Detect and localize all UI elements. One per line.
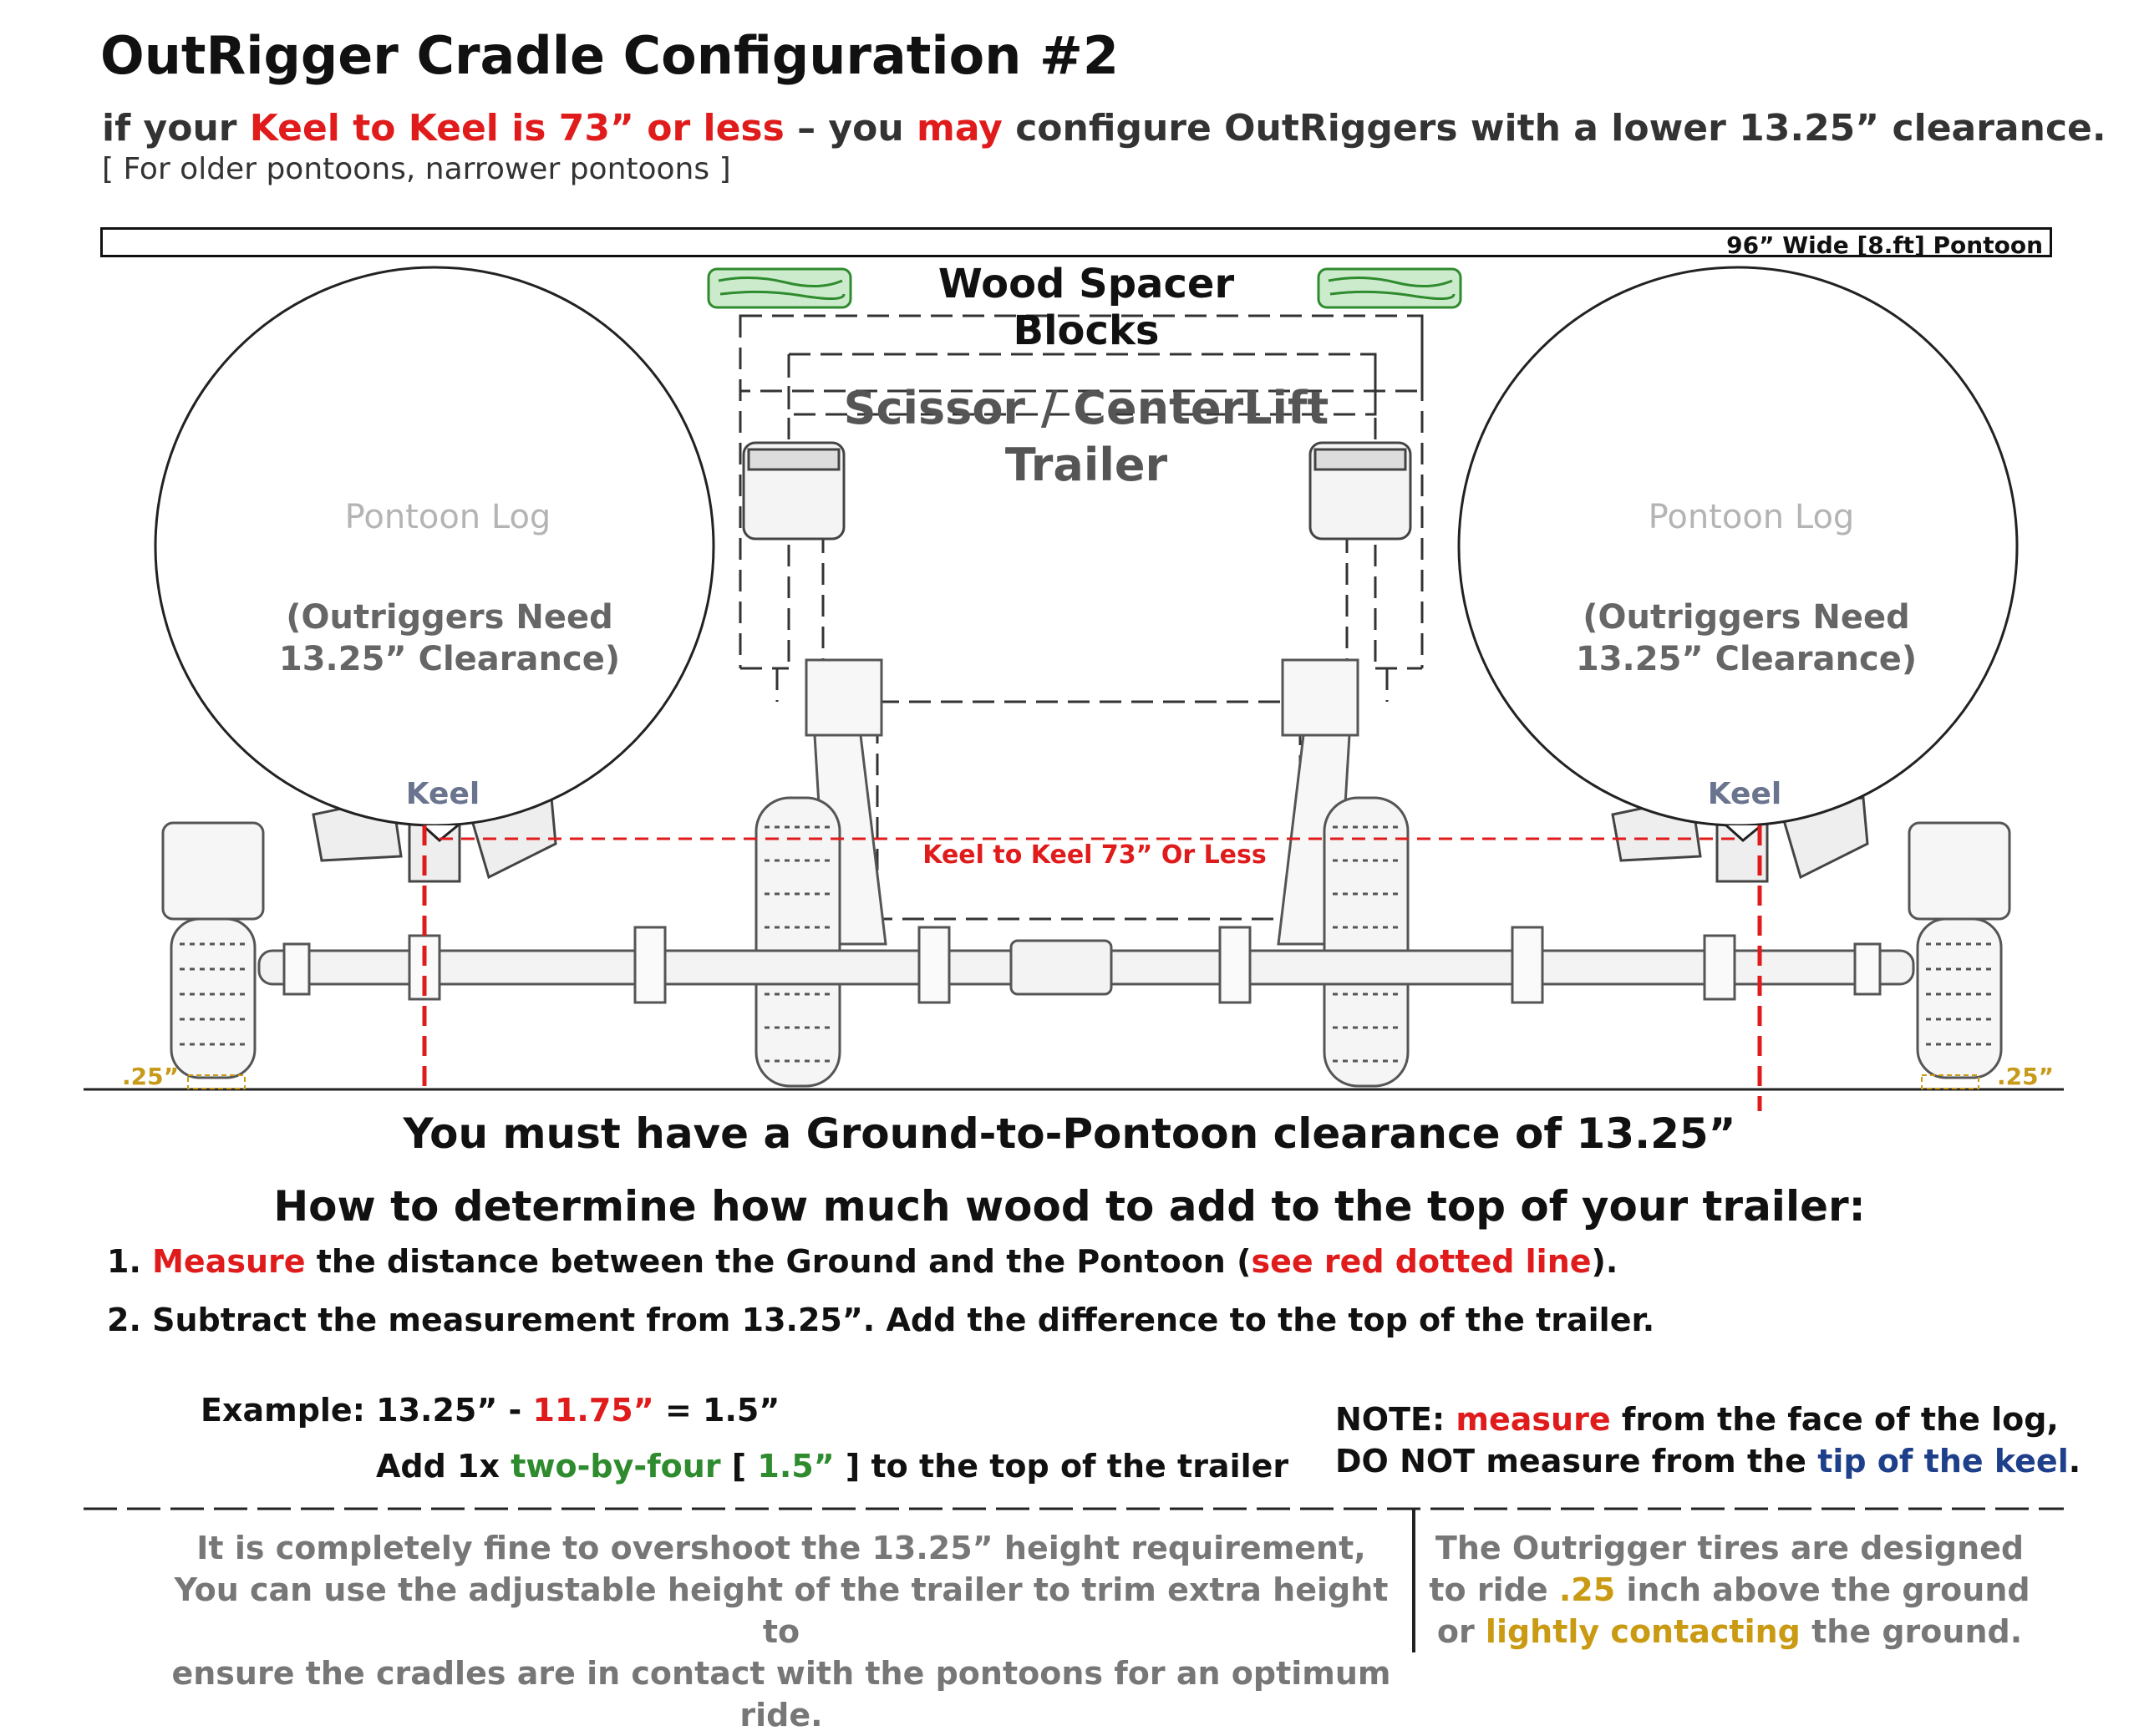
pontoon-log-right — [1457, 266, 2019, 827]
note-line-2: DO NOT measure from the tip of the keel. — [1335, 1440, 2081, 1482]
outrigger-right — [1908, 821, 2011, 1079]
note-line-1-post: from the face of the log, — [1610, 1401, 2059, 1438]
keel-left — [421, 824, 459, 842]
note-line-1: NOTE: measure from the face of the log, — [1335, 1398, 2081, 1440]
tire-note-l3-post: the ground. — [1800, 1613, 2023, 1650]
pontoon-width-label: 96” Wide [8.ft] Pontoon — [1726, 231, 2043, 259]
keel-label-right: Keel — [1707, 777, 1782, 811]
bunk-pad-left — [742, 441, 846, 541]
tire-gap-left-label: .25” — [122, 1063, 180, 1090]
subtitle: if your Keel to Keel is 73” or less – yo… — [102, 107, 2106, 150]
clearance-requirement: You must have a Ground-to-Pontoon cleara… — [403, 1109, 1736, 1158]
trailer-label-line2: Trailer — [1004, 439, 1168, 491]
overshoot-line-1: It is completely fine to overshoot the 1… — [196, 1530, 1366, 1566]
trailer-label: Scissor / CenterLift Trailer — [819, 380, 1354, 494]
note-line-2-post: . — [2068, 1443, 2081, 1480]
tire-note-contact: lightly contacting — [1485, 1613, 1801, 1650]
step-1-measure: Measure — [152, 1243, 306, 1280]
pontoon-log-right-name: Pontoon Log — [1648, 498, 1855, 536]
step-1-red-line-ref: see red dotted line — [1251, 1243, 1592, 1280]
add-bracket-close: ] — [834, 1448, 871, 1485]
step-1-end: ). — [1591, 1243, 1618, 1280]
outrigger-left — [161, 821, 265, 1079]
tire-note-line-2: to ride .25 inch above the ground — [1420, 1569, 2039, 1611]
tire-note-gap: .25 — [1558, 1571, 1616, 1608]
add-bracket-open: [ — [720, 1448, 758, 1485]
trailer-frame — [739, 314, 1424, 921]
step-2: 2. Subtract the measurement from 13.25”.… — [107, 1302, 1655, 1338]
trailer-diagram — [84, 266, 2064, 1652]
tire-gap-right-marker — [1921, 1074, 1979, 1089]
pontoon-width-banner: 96” Wide [8.ft] Pontoon — [100, 227, 2052, 259]
tire-gap-right-label: .25” — [1997, 1063, 2055, 1090]
example-calculation: Example: 13.25” - 11.75” = 1.5” — [201, 1392, 780, 1429]
example-result: = 1.5” — [653, 1392, 780, 1429]
add-thickness: 1.5” — [757, 1448, 835, 1485]
note-line-2-pre: DO NOT measure from the — [1335, 1443, 1818, 1480]
subtitle-mid: – you — [784, 107, 917, 150]
step-1: 1. Measure the distance between the Grou… — [107, 1243, 1618, 1280]
subtitle-keel-condition: Keel to Keel is 73” or less — [249, 107, 785, 150]
left-need-line2: 13.25” Clearance) — [278, 640, 621, 678]
page-title: OutRigger Cradle Configuration #2 — [100, 25, 1120, 86]
measurement-note: NOTE: measure from the face of the log, … — [1335, 1398, 2081, 1482]
wood-block-left — [707, 267, 852, 309]
step-1-text: the distance between the Ground and the … — [305, 1243, 1252, 1280]
add-pre: Add 1x — [376, 1448, 511, 1485]
add-two-by-four: two-by-four — [511, 1448, 721, 1485]
wood-spacer-blocks-label: Wood Spacer Blocks — [937, 261, 1235, 354]
note-keel-tip: tip of the keel — [1817, 1443, 2069, 1480]
axle-bar — [257, 939, 1915, 996]
subtitle-may: may — [917, 107, 1003, 150]
pontoon-log-left-name: Pontoon Log — [344, 498, 551, 536]
add-post: to the top of the trailer — [871, 1448, 1289, 1485]
overshoot-note: It is completely fine to overshoot the 1… — [167, 1527, 1395, 1736]
pontoon-log-right-requirement: (Outriggers Need 13.25” Clearance) — [1537, 596, 1955, 680]
tire-gap-left-marker — [187, 1074, 246, 1089]
right-need-line1: (Outriggers Need — [1583, 598, 1910, 637]
note-measure: measure — [1456, 1401, 1611, 1438]
outrigger-tire-note: The Outrigger tires are designed to ride… — [1420, 1527, 2039, 1652]
trailer-label-line1: Scissor / CenterLift — [843, 382, 1329, 434]
left-need-line1: (Outriggers Need — [286, 598, 613, 637]
tire-note-l2-post: inch above the ground — [1615, 1571, 2030, 1608]
example-prefix: Example: 13.25” - — [201, 1392, 533, 1429]
subtitle-post: configure OutRiggers with a lower 13.25”… — [1002, 107, 2106, 150]
subtitle-pre: if your — [102, 107, 250, 150]
axle-clamps — [282, 926, 1882, 1004]
pontoon-log-left — [154, 266, 715, 827]
subnote: [ For older pontoons, narrower pontoons … — [102, 152, 731, 186]
bunk-pad-right — [1308, 441, 1412, 541]
trailer-tire-left — [754, 796, 841, 1088]
tire-note-line-3: or lightly contacting the ground. — [1420, 1611, 2039, 1652]
step-1-number: 1. — [107, 1243, 153, 1280]
keel-right — [1725, 824, 1762, 842]
keel-to-keel-label: Keel to Keel 73” Or Less — [922, 840, 1267, 870]
example-add-wood: Add 1x two-by-four [ 1.5” ] to the top o… — [376, 1448, 1288, 1485]
keel-label-left: Keel — [405, 777, 480, 811]
pontoon-log-left-requirement: (Outriggers Need 13.25” Clearance) — [241, 596, 658, 680]
trailer-tire-right — [1323, 796, 1410, 1088]
how-to-heading: How to determine how much wood to add to… — [273, 1182, 1866, 1231]
wood-block-right — [1317, 267, 1462, 309]
note-prefix: NOTE: — [1335, 1401, 1456, 1438]
example-measured: 11.75” — [532, 1392, 654, 1429]
tire-note-line-1: The Outrigger tires are designed — [1435, 1530, 2025, 1566]
tire-note-l3-pre: or — [1436, 1613, 1486, 1650]
overshoot-line-2: You can use the adjustable height of the… — [174, 1571, 1389, 1650]
tire-note-l2-pre: to ride — [1429, 1571, 1559, 1608]
right-need-line2: 13.25” Clearance) — [1575, 640, 1918, 678]
overshoot-line-3: ensure the cradles are in contact with t… — [171, 1655, 1391, 1733]
